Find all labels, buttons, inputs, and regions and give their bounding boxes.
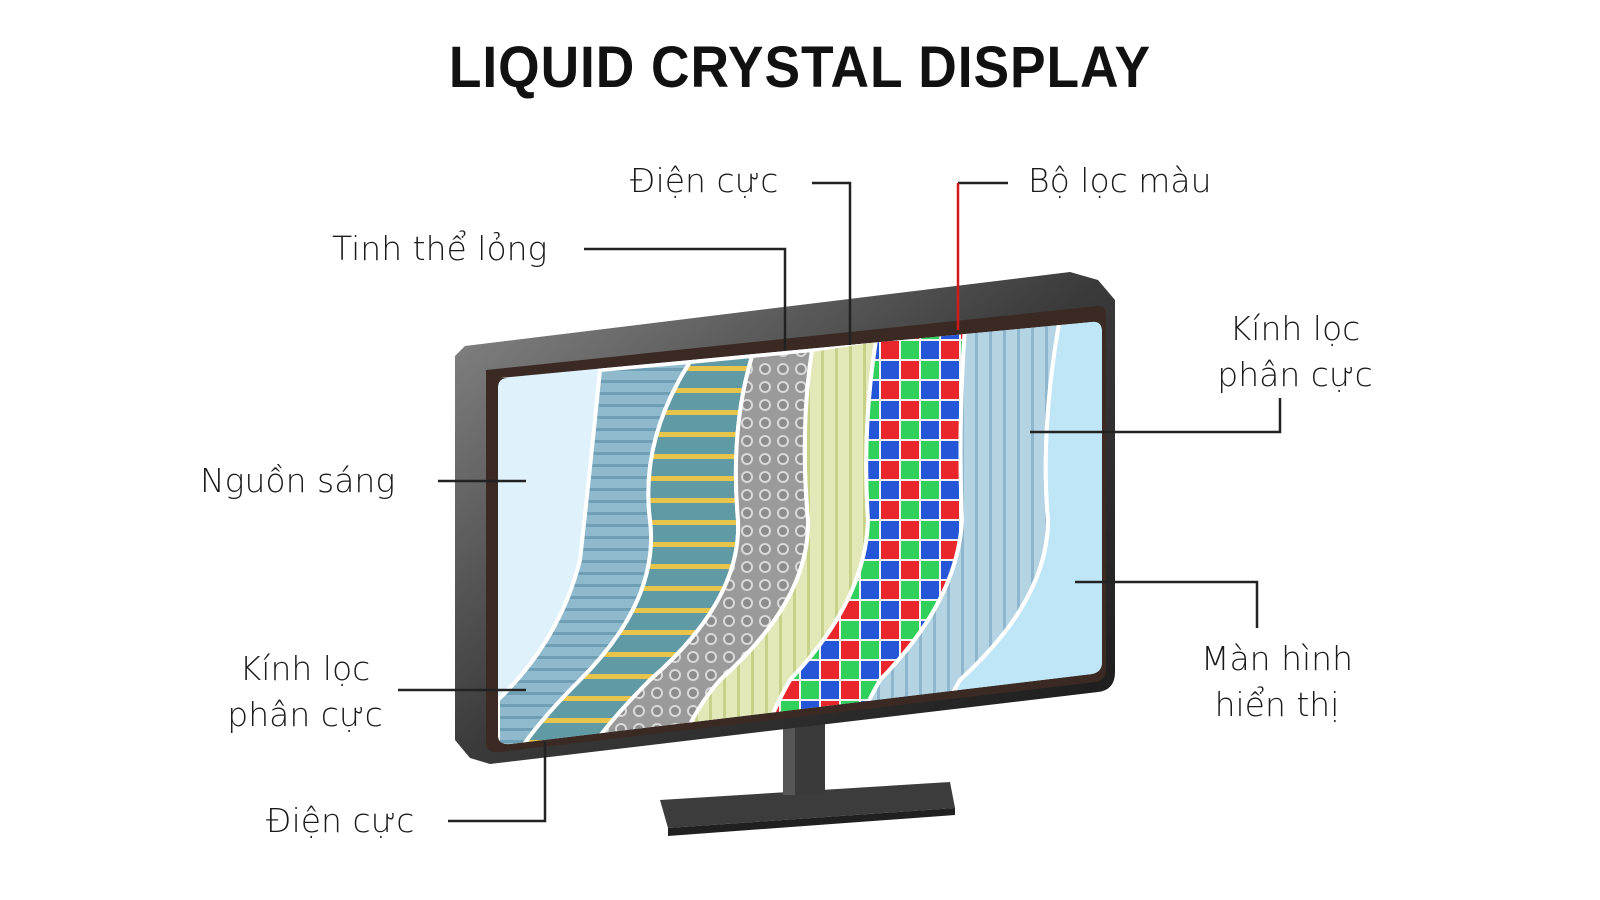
- diagram-title: LIQUID CRYSTAL DISPLAY: [448, 35, 1152, 100]
- label-liquid-crystal: Tinh thể lỏng: [332, 229, 548, 268]
- leader-lines: [398, 181, 1282, 823]
- label-electrode-bottom: Điện cực: [266, 801, 415, 840]
- label-polarizer-back: Kính lọc phân cực: [205, 646, 405, 738]
- label-display-screen-line1: Màn hình: [1200, 639, 1353, 678]
- label-electrode-top: Điện cực: [630, 161, 779, 200]
- lcd-layers: [498, 321, 1102, 745]
- label-polarizer-front-line2: phân cực: [1217, 355, 1373, 394]
- label-display-screen: Màn hình hiển thị: [1172, 636, 1382, 728]
- label-light-source: Nguồn sáng: [200, 461, 396, 500]
- label-polarizer-back-line1: Kính lọc: [239, 649, 371, 688]
- label-polarizer-front-line1: Kính lọc: [1229, 309, 1361, 348]
- label-polarizer-front: Kính lọc phân cực: [1195, 306, 1395, 398]
- label-display-screen-line2: hiển thị: [1214, 685, 1340, 724]
- label-polarizer-back-line2: phân cực: [227, 695, 383, 734]
- label-color-filter: Bộ lọc màu: [1028, 161, 1212, 200]
